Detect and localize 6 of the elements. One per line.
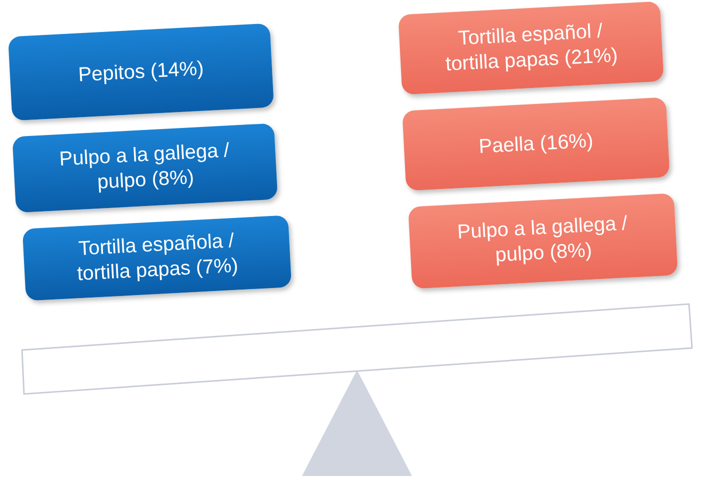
food-box: Pulpo a la gallega / pulpo (8%) <box>408 193 678 289</box>
food-box: Pulpo a la gallega / pulpo (8%) <box>12 123 278 213</box>
food-box: Pepitos (14%) <box>8 23 274 121</box>
food-box: Tortilla española / tortilla papas (7%) <box>22 215 292 301</box>
food-box: Paella (16%) <box>402 97 670 191</box>
food-box: Tortilla español / tortilla papas (21%) <box>398 1 664 95</box>
